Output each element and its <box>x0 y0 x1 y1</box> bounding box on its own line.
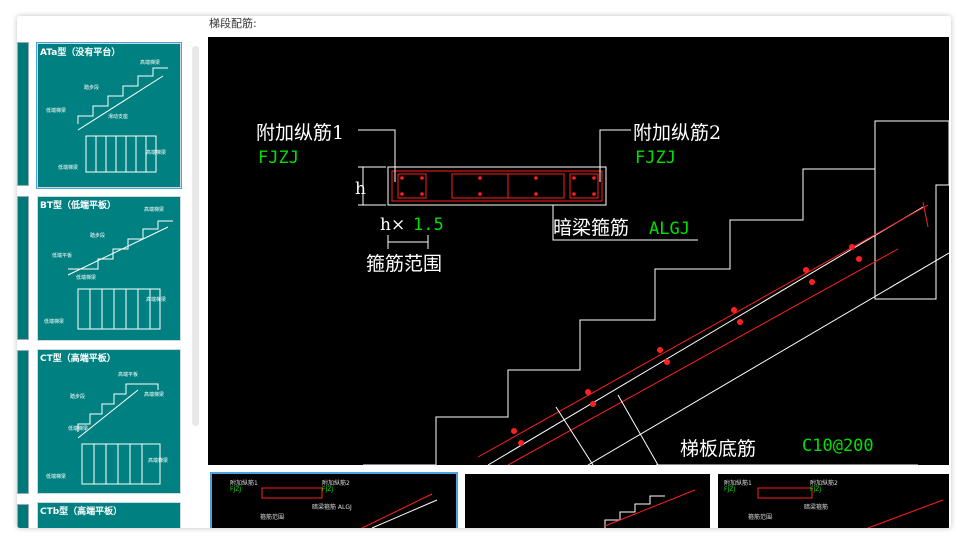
preview-text: 箍筋范围 <box>260 514 285 521</box>
thumb-label: 高端平板 <box>118 371 138 378</box>
thumb-title: BT型（低端平板） <box>40 201 116 211</box>
preview-text: 暗梁箍筋 <box>804 504 829 511</box>
stair-type-thumb-ct[interactable]: 高端平板 高端梯梁 踏步段 低端梯梁 高端梯梁 低端梯梁 CT型（高端平板） <box>37 349 181 494</box>
thumb-label: 低端梯梁 <box>68 425 88 432</box>
app-window: 梯段配筋: 高端梯梁 踏步段 低端梯梁 <box>17 16 951 528</box>
strip-card[interactable] <box>17 196 29 340</box>
thumb-label: 低端梯梁 <box>44 318 64 325</box>
strip-card[interactable] <box>17 350 29 494</box>
thumb-label: 踏步段 <box>84 84 99 91</box>
preview-text: FJZJ <box>810 486 822 493</box>
code-h-factor: 1.5 <box>413 215 444 235</box>
strip-card[interactable] <box>17 504 29 528</box>
thumb-label: 高端梯梁 <box>146 149 166 156</box>
thumb-label: 低端梯梁 <box>58 164 78 171</box>
rebar-drawing: 附加纵筋1 FJZJ 附加纵筋2 FJZJ h h× 1.5 箍筋范围 暗梁箍筋… <box>256 120 949 465</box>
left-column-strip <box>17 38 29 528</box>
label-stirrup-range: 箍筋范围 <box>366 253 442 275</box>
stair-type-thumb-ata[interactable]: 高端梯梁 踏步段 低端梯梁 滑动支座 高端梯梁 低端梯梁 ATa型（没有平台） <box>36 42 182 189</box>
code-fjzj1: FJZJ <box>258 148 299 168</box>
stair-outline <box>363 120 949 465</box>
rebar-dots <box>511 244 862 446</box>
thumb-label: 高端梯梁 <box>148 457 168 464</box>
section-label: 梯段配筋: <box>209 17 257 30</box>
thumb-label: 低端梯梁 <box>46 473 66 480</box>
thumb-title: ATa型（没有平台） <box>40 48 121 58</box>
code-hidden-beam-stirrup: ALGJ <box>649 219 690 239</box>
preview-text: 附加纵筋2 <box>322 480 350 487</box>
label-fjzj1: 附加纵筋1 <box>256 122 344 144</box>
preview-text: 附加纵筋2 <box>810 480 838 487</box>
stair-diagram: 高端梯梁 踏步段 低端梯梁 滑动支座 高端梯梁 低端梯梁 <box>46 59 168 173</box>
preview-text: 附加纵筋1 <box>230 480 258 487</box>
preview-card-1[interactable]: 附加纵筋1 FJZJ 附加纵筋2 FJZJ 箍筋范围 暗梁箍筋 ALGJ <box>210 472 458 528</box>
label-h-times: h× <box>380 215 405 235</box>
label-h: h <box>355 179 366 199</box>
thumb-label: 低端平板 <box>52 252 72 259</box>
code-slab-bottom-rebar: C10@200 <box>802 436 874 456</box>
label-fjzj2: 附加纵筋2 <box>633 122 721 144</box>
stair-diagram: 高端平板 高端梯梁 踏步段 低端梯梁 高端梯梁 低端梯梁 <box>46 371 168 485</box>
reinforcement-canvas: 附加纵筋1 FJZJ 附加纵筋2 FJZJ h h× 1.5 箍筋范围 暗梁箍筋… <box>208 37 949 465</box>
preview-card-3[interactable]: 附加纵筋1 FJZJ 附加纵筋2 FJZJ 箍筋范围 暗梁箍筋 <box>718 474 949 528</box>
thumb-label: 低端梯梁 <box>76 274 96 281</box>
thumb-label: 高端梯梁 <box>140 59 160 66</box>
thumb-title: CT型（高端平板） <box>40 354 116 364</box>
stair-type-list: 高端梯梁 踏步段 低端梯梁 滑动支座 高端梯梁 低端梯梁 ATa型（没有平台） <box>33 38 201 528</box>
strip-card[interactable] <box>17 42 29 186</box>
preview-text: FJZJ <box>230 486 242 493</box>
preview-text: 附加纵筋1 <box>724 480 752 487</box>
stair-type-thumb-bt[interactable]: 高端梯梁 踏步段 低端平板 低端梯梁 高端梯梁 低端梯梁 BT型（低端平板） <box>37 196 181 341</box>
thumb-label: 踏步段 <box>90 232 105 239</box>
thumb-label: 滑动支座 <box>108 113 128 120</box>
thumb-title: CTb型（高端平板） <box>40 507 123 517</box>
thumb-label: 低端梯梁 <box>46 107 66 114</box>
stair-diagram: 高端梯梁 踏步段 低端平板 低端梯梁 高端梯梁 低端梯梁 <box>44 206 173 330</box>
label-hidden-beam-stirrup: 暗梁箍筋 <box>553 217 629 239</box>
preview-text: 箍筋范围 <box>748 514 773 521</box>
preview-card-2[interactable] <box>465 474 710 528</box>
thumb-label: 踏步段 <box>70 393 85 400</box>
preview-text: 暗梁箍筋 ALGJ <box>312 504 352 511</box>
preview-strip: 附加纵筋1 FJZJ 附加纵筋2 FJZJ 箍筋范围 暗梁箍筋 ALGJ 附加纵… <box>208 471 949 528</box>
preview-text: FJZJ <box>322 486 334 493</box>
thumbnail-scrollbar[interactable] <box>192 46 199 426</box>
stair-outline-right <box>874 121 949 300</box>
stair-type-thumb-ctb[interactable]: CTb型（高端平板） <box>37 502 181 528</box>
thumb-label: 高端梯梁 <box>146 296 166 303</box>
thumb-label: 高端梯梁 <box>144 206 164 213</box>
preview-text: FJZJ <box>724 486 736 493</box>
thumb-label: 高端梯梁 <box>144 391 164 398</box>
code-fjzj2: FJZJ <box>635 148 676 168</box>
label-slab-bottom-rebar: 梯板底筋 <box>680 438 756 460</box>
